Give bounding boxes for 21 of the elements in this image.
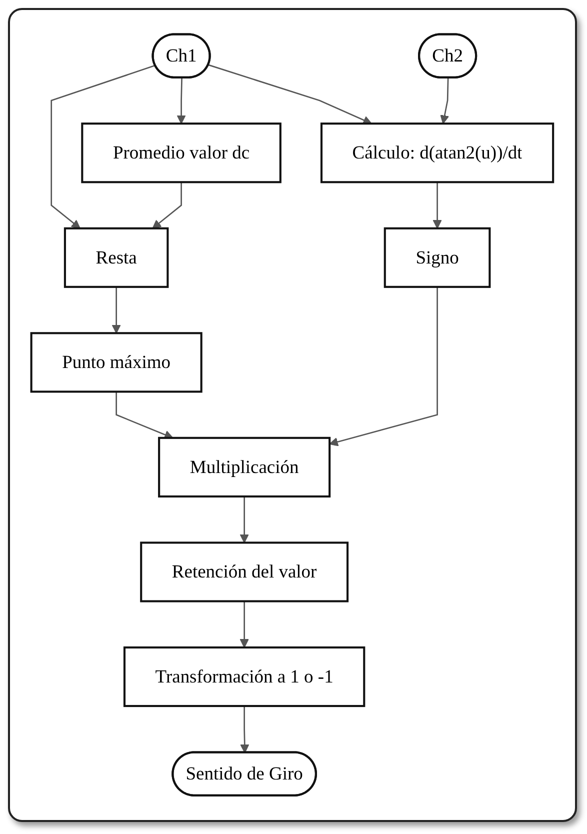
arrow bbox=[240, 706, 250, 754]
node-box bbox=[81, 122, 282, 184]
arrow bbox=[208, 64, 372, 125]
arrow bbox=[440, 78, 450, 124]
node-box bbox=[158, 437, 331, 498]
node-box bbox=[320, 122, 554, 184]
arrow bbox=[240, 496, 250, 544]
node-box bbox=[384, 228, 491, 288]
node-box bbox=[64, 228, 169, 288]
node-box bbox=[140, 542, 349, 602]
arrow bbox=[240, 601, 250, 648]
flowchart: Ch1 Ch2 Promedio valor dc Cálculo: d(atan2(u))/dt Resta Signo Punto máximo Multiplicación Retención del valor Transformación a 1 o -1 Sentido de Giro bbox=[21, 26, 564, 804]
node-box bbox=[124, 646, 366, 708]
arrow bbox=[50, 64, 156, 229]
arrow bbox=[177, 78, 186, 124]
arrow bbox=[433, 182, 442, 229]
node-box bbox=[30, 332, 203, 393]
arrow bbox=[116, 392, 174, 440]
arrow bbox=[329, 287, 438, 446]
arrow bbox=[152, 182, 182, 229]
arrow bbox=[112, 287, 122, 334]
